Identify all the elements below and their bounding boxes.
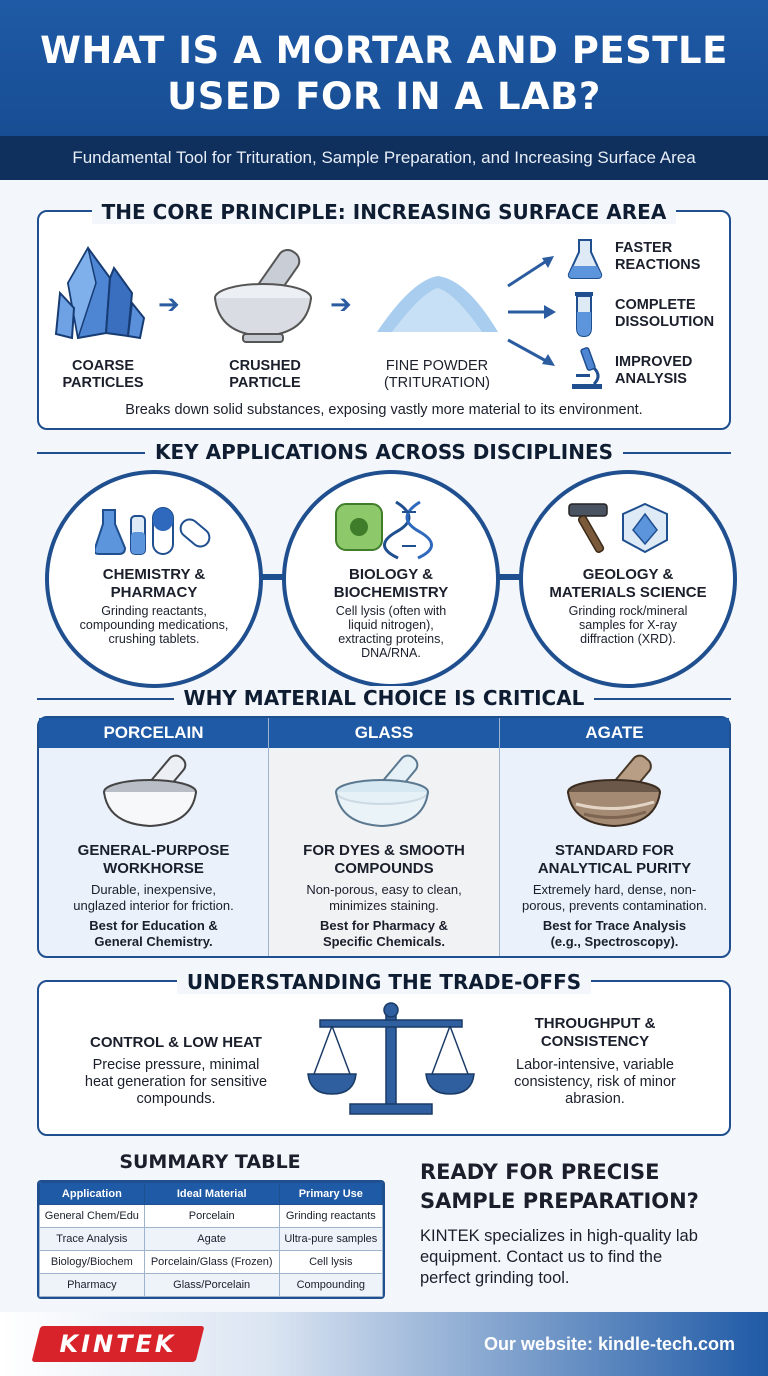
diverging-arrows [507,256,556,366]
table-cell: General Chem/Edu [39,1204,145,1228]
material-best-for: Best for Trace Analysis(e.g., Spectrosco… [542,918,687,949]
connector [490,574,530,580]
app-title: CHEMISTRY &PHARMACY [102,566,206,601]
porcelain-mortar-icon [103,754,197,828]
table-cell: Agate [143,1227,280,1251]
test-tube-icon [575,292,593,338]
material-body: Non-porous, easy to clean,minimizes stai… [306,882,462,913]
divider [268,718,269,956]
materials-heading: WHY MATERIAL CHOICE IS CRITICAL [0,686,768,710]
divider [37,452,167,454]
material-header-agate: AGATE [500,718,729,748]
table-cell: Biology/Biochem [39,1250,145,1274]
website-link[interactable]: Our website: kindle-tech.com [483,1334,735,1354]
table-cell: Trace Analysis [39,1227,145,1251]
summary-table: Application Ideal Material Primary Use G… [37,1180,385,1299]
column-header: Application [39,1182,145,1205]
connector [250,574,310,580]
crystal-icon [54,245,146,340]
summary-heading: SUMMARY TABLE [119,1151,301,1173]
step-label-powder: FINE POWDER(TRITURATION) [383,358,491,391]
table-row: Pharmacy Glass/Porcelain Compounding [39,1273,383,1297]
table-cell: Ultra-pure samples [278,1227,383,1251]
divider [590,698,731,700]
table-cell: Porcelain [143,1204,280,1228]
title-line-2: USED FOR IN A LAB? [167,75,601,118]
agate-mortar-icon [567,754,661,828]
material-best-for: Best for Pharmacy &Specific Chemicals. [320,918,448,949]
material-body: Durable, inexpensive,unglazed interior f… [73,882,234,913]
app-title: BIOLOGY &BIOCHEMISTRY [333,566,449,601]
material-header-glass: GLASS [269,718,499,748]
flask-icon [567,239,603,279]
principle-heading: THE CORE PRINCIPLE: INCREASING SURFACE A… [0,200,768,224]
table-header-row: Application Ideal Material Primary Use [39,1182,383,1205]
app-title: GEOLOGY &MATERIALS SCIENCE [549,566,707,601]
table-row: General Chem/Edu Porcelain Grinding reac… [39,1204,383,1228]
tradeoff-right-title: THROUGHPUT &CONSISTENCY [534,1015,656,1050]
divider [37,698,177,700]
arrow-right-icon: ➔ [158,289,180,319]
table-row: Biology/Biochem Porcelain/Glass (Frozen)… [39,1250,383,1274]
glass-mortar-icon [335,754,429,828]
divider [600,452,731,454]
material-best-for: Best for Education &General Chemistry. [89,918,218,949]
microscope-icon [572,347,602,389]
app-card-geology: GEOLOGY &MATERIALS SCIENCE Grinding rock… [519,470,737,688]
hammer-crystal-icon [568,502,668,554]
title-line-1: WHAT IS A MORTAR AND PESTLE [40,29,728,72]
material-header-porcelain: PORCELAIN [39,718,268,748]
kintek-logo[interactable]: KINTEK [59,1330,177,1358]
tradeoffs-heading: UNDERSTANDING THE TRADE-OFFS [0,970,768,994]
table-cell: Compounding [278,1273,383,1297]
column-header: Ideal Material [143,1182,280,1205]
table-cell: Pharmacy [39,1273,145,1297]
table-cell: Glass/Porcelain [143,1273,280,1297]
balance-scale-icon [307,1002,475,1115]
table-cell: Porcelain/Glass (Frozen) [143,1250,280,1274]
app-card-chemistry: CHEMISTRY &PHARMACY Grinding reactants,c… [45,470,263,688]
cell-dna-icon [335,500,433,560]
arrow-right-icon: ➔ [330,289,352,319]
divider [499,718,500,956]
powder-pile-icon [377,276,498,332]
principle-panel [37,210,731,430]
subtitle-bar: Fundamental Tool for Trituration, Sample… [0,136,768,180]
principle-caption: Breaks down solid substances, exposing v… [125,402,643,418]
mortar-pestle-icon [214,248,312,343]
tradeoff-left-title: CONTROL & LOW HEAT [90,1034,262,1051]
table-cell: Grinding reactants [278,1204,383,1228]
app-card-biology: BIOLOGY &BIOCHEMISTRY Cell lysis (often … [282,470,500,688]
footer: KINTEK Our website: kindle-tech.com [0,1312,768,1376]
page-title: WHAT IS A MORTAR AND PESTLE USED FOR IN … [0,28,768,120]
header-banner: WHAT IS A MORTAR AND PESTLE USED FOR IN … [0,0,768,136]
column-header: Primary Use [278,1182,383,1205]
material-body: Extremely hard, dense, non-porous, preve… [522,882,707,913]
app-body: Grinding reactants,compounding medicatio… [79,604,229,646]
table-row: Trace Analysis Agate Ultra-pure samples [39,1227,383,1251]
chemistry-icon [95,507,211,555]
applications-heading: KEY APPLICATIONS ACROSS DISCIPLINES [0,440,768,464]
table-cell: Cell lysis [278,1250,383,1274]
